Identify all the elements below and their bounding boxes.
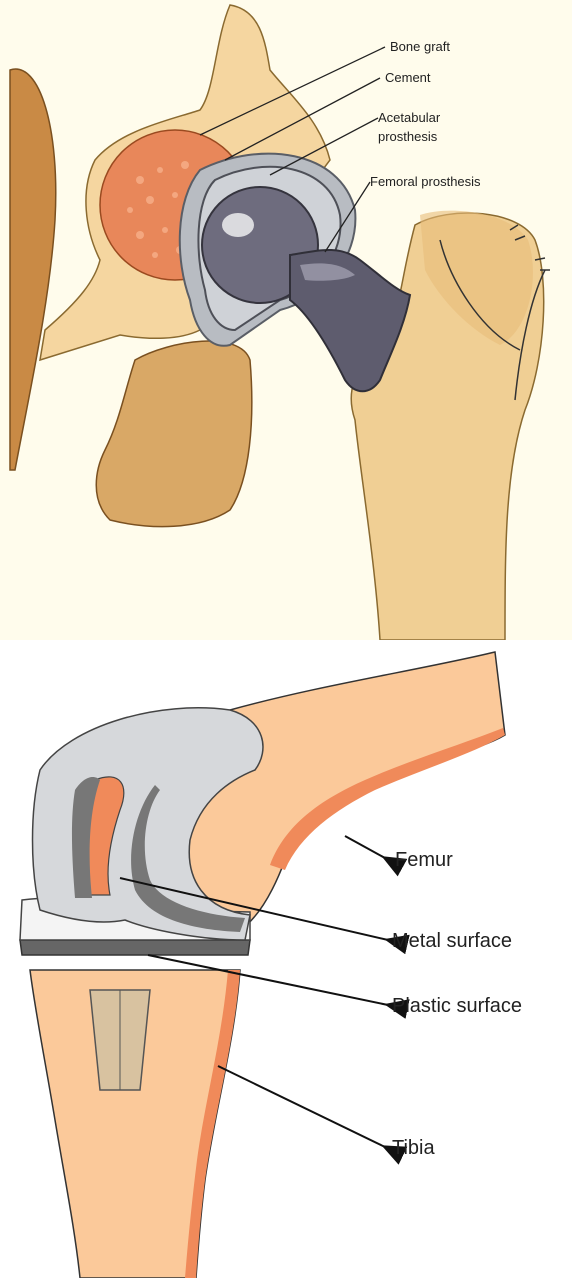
label-femur: Femur — [395, 849, 453, 871]
arrow-tibia — [218, 1066, 385, 1147]
label-femoral-prosthesis: Femoral prosthesis — [370, 174, 481, 189]
pelvis-left-fragment — [10, 69, 56, 470]
hip-illustration: Bone graft Cement Acetabular prosthesis … — [0, 0, 572, 640]
label-tibia: Tibia — [392, 1137, 435, 1159]
label-acetabular: Acetabular — [378, 110, 441, 125]
label-plastic-surface: Plastic surface — [392, 995, 522, 1017]
label-prosthesis: prosthesis — [378, 129, 438, 144]
femoral-head-highlight — [222, 213, 254, 237]
knee-replacement-figure: Femur Metal surface Plastic surface Tibi… — [0, 640, 572, 1278]
hip-replacement-figure: Bone graft Cement Acetabular prosthesis … — [0, 0, 572, 640]
tibial-tray — [20, 940, 250, 955]
pelvis-ischium — [96, 341, 252, 527]
label-metal-surface: Metal surface — [392, 930, 512, 952]
label-cement: Cement — [385, 70, 431, 85]
label-bone-graft: Bone graft — [390, 39, 450, 54]
arrow-femur — [345, 836, 385, 858]
knee-illustration: Femur Metal surface Plastic surface Tibi… — [0, 640, 572, 1278]
